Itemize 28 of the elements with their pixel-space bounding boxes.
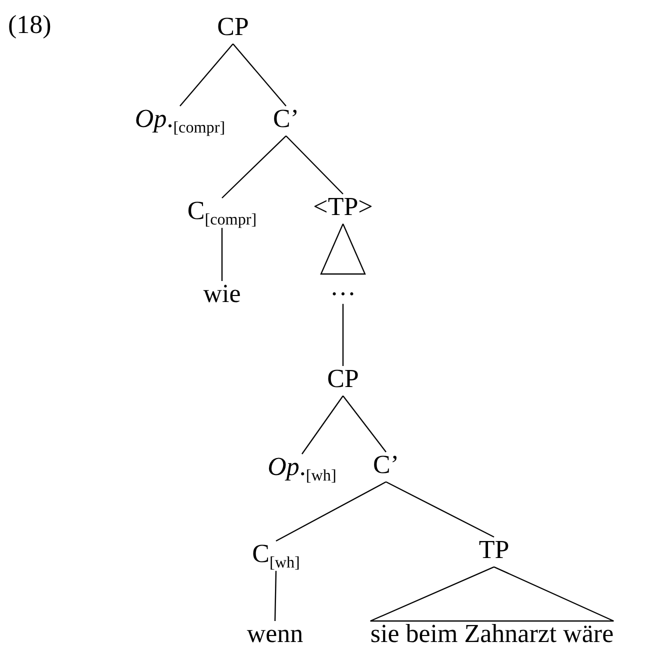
tree-node-label: CP <box>327 364 359 394</box>
tree-branch <box>302 396 344 454</box>
tree-branch <box>274 570 277 622</box>
tree-node-label: Op.$_{[wh]}$ <box>268 452 336 482</box>
tree-branch <box>342 304 344 366</box>
tree-node-label: C’ <box>273 104 299 134</box>
tree-node-label: C$_{[compr]}$ <box>187 196 257 226</box>
tree-node-label: wie <box>203 279 241 309</box>
triangle-roof <box>320 222 366 275</box>
tree-node-label: C$_{[wh]}$ <box>252 539 300 569</box>
tree-branch <box>342 396 386 452</box>
tree-branch <box>286 135 344 194</box>
triangle-roof <box>370 566 614 622</box>
tree-node-label: CP <box>217 12 249 42</box>
tree-node-label: … <box>330 272 356 302</box>
tree-node-label: sie beim Zahnarzt wäre <box>370 619 614 649</box>
tree-node-label: <TP> <box>313 192 373 222</box>
tree-node-label: wenn <box>246 619 304 649</box>
tree-node-label: TP <box>478 535 510 565</box>
tree-branch <box>276 481 386 542</box>
tree-branch <box>222 135 286 198</box>
tree-branch <box>221 228 223 281</box>
tree-branch <box>232 44 286 106</box>
tree-node-label: Op.$_{[compr]}$ <box>134 104 226 134</box>
example-number: (18) <box>8 10 52 40</box>
tree-branch <box>386 481 494 538</box>
tree-branch <box>180 44 234 106</box>
tree-node-label: C’ <box>373 450 399 480</box>
